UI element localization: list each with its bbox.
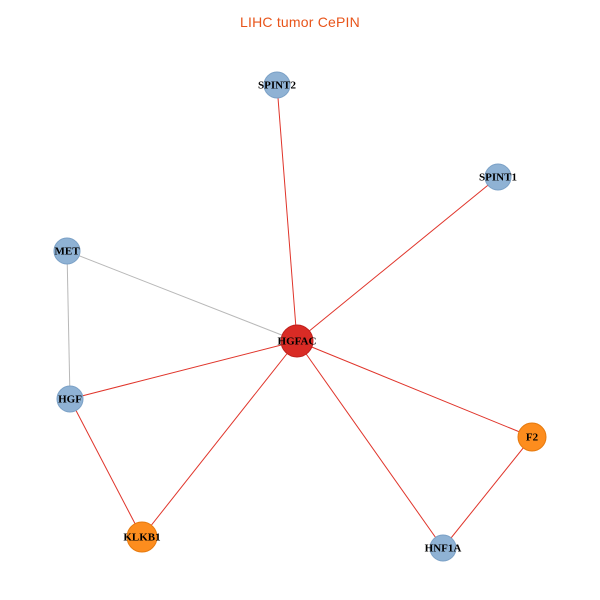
edge-HGFAC-F2 [296, 340, 533, 438]
node-f2 [517, 422, 547, 452]
edge-HGF-HGFAC [69, 340, 298, 400]
node-met [53, 237, 81, 265]
edge-SPINT1-HGFAC [296, 176, 499, 342]
node-spint1 [484, 163, 512, 191]
edge-HGFAC-HNF1A [296, 340, 444, 549]
edge-MET-HGF [66, 250, 71, 400]
node-spint2 [263, 71, 291, 99]
edge-F2-HNF1A [442, 436, 533, 549]
chart-title: LIHC tumor CePIN [240, 14, 360, 30]
edge-HGF-KLKB1 [69, 398, 143, 538]
node-hgfac [280, 324, 314, 358]
edge-KLKB1-HGFAC [141, 340, 298, 538]
edge-SPINT2-HGFAC [276, 84, 298, 342]
edge-MET-HGFAC [66, 250, 298, 342]
node-klkb1 [126, 521, 158, 553]
node-hnf1a [429, 534, 457, 562]
node-hgf [56, 385, 84, 413]
